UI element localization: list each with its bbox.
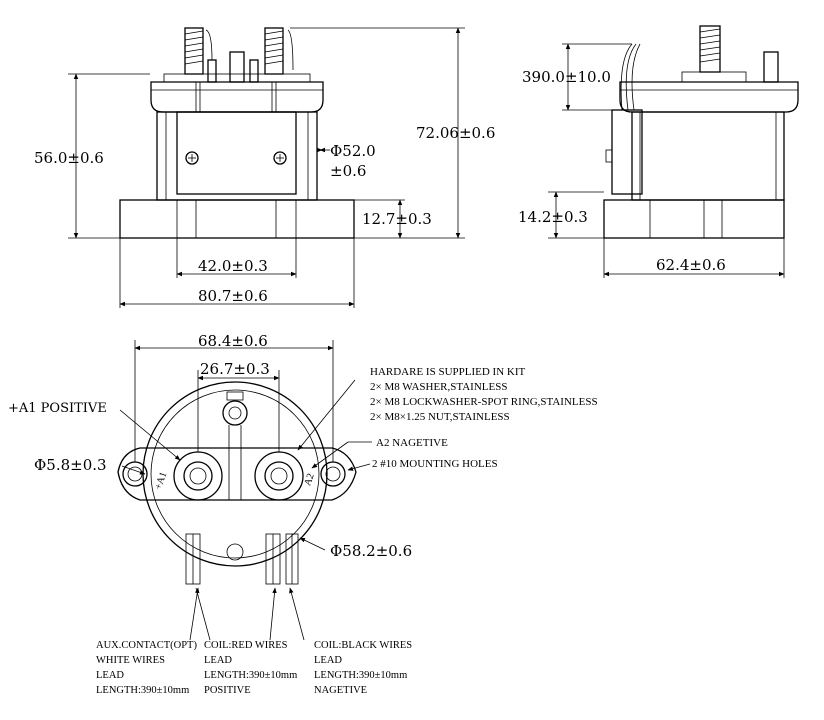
- hardware-line-2: 2× M8 WASHER,STAINLESS: [370, 381, 507, 393]
- hardware-line-3: 2× M8 LOCKWASHER-SPOT RING,STAINLESS: [370, 396, 598, 408]
- top-mounting-flange: [117, 447, 357, 501]
- dim-80-7: 80.7±0.6: [198, 287, 268, 305]
- terminal-a1: [173, 451, 223, 501]
- red-note-1: COIL:RED WIRES: [204, 640, 288, 651]
- red-note-3: LENGTH:390±10mm: [204, 670, 297, 681]
- dim-72: 72.06±0.6: [416, 124, 495, 142]
- callout-labels: +A1 POSITIVE A2 NAGETIVE 2 #10 MOUNTING …: [8, 366, 598, 491]
- side-view: [603, 25, 799, 239]
- side-body: [631, 111, 785, 201]
- label-a2-negative: A2 NAGETIVE: [376, 437, 448, 449]
- aux-note-2: WHITE WIRES: [96, 655, 165, 666]
- front-body: [156, 111, 318, 201]
- dim-14-2: 14.2±0.3: [518, 208, 588, 226]
- front-terminal-left: [184, 27, 204, 75]
- terminal-a2-mark: A2: [302, 472, 317, 487]
- dim-56: 56.0±0.6: [34, 149, 104, 167]
- dim-phi58-2: Φ58.2±0.6: [330, 542, 412, 560]
- front-dimensions: [68, 27, 465, 308]
- top-housing-circle: [142, 381, 328, 567]
- dim-26-7: 26.7±0.3: [200, 360, 270, 378]
- mounting-hole-right: [320, 461, 346, 487]
- dim-42: 42.0±0.3: [198, 257, 268, 275]
- dim-phi52-a: Φ52.0: [330, 142, 376, 160]
- black-note-3: LENGTH:390±10mm: [314, 670, 407, 681]
- dim-68-4: 68.4±0.6: [198, 332, 268, 350]
- hardware-line-1: HARDARE IS SUPPLIED IN KIT: [370, 366, 526, 378]
- side-dimensions: [548, 43, 785, 278]
- label-mounting-holes: 2 #10 MOUNTING HOLES: [372, 458, 498, 470]
- side-base-flange: [603, 199, 785, 239]
- aux-note-3: LEAD: [96, 670, 124, 681]
- dim-phi5-8: Φ5.8±0.3: [34, 456, 107, 474]
- terminal-a2: [254, 451, 304, 501]
- dim-62-4: 62.4±0.6: [656, 256, 726, 274]
- side-bracket: [611, 109, 643, 195]
- red-note-2: LEAD: [204, 655, 232, 666]
- black-note-2: LEAD: [314, 655, 342, 666]
- top-dimensions: [119, 340, 372, 641]
- front-view: [119, 27, 355, 239]
- front-terminal-right: [264, 27, 284, 75]
- terminal-a1-mark: +A1: [153, 471, 169, 492]
- label-a1-positive: +A1 POSITIVE: [8, 401, 107, 416]
- front-top-cap: [150, 81, 324, 113]
- side-terminal: [699, 25, 721, 73]
- dimension-labels: 56.0±0.6 Φ52.0 ±0.6 72.06±0.6 12.7±0.3 4…: [34, 68, 726, 560]
- front-base-flange: [119, 199, 355, 239]
- dim-phi52-b: ±0.6: [330, 162, 366, 180]
- dim-12-7: 12.7±0.3: [362, 210, 432, 228]
- black-note-1: COIL:BLACK WIRES: [314, 640, 412, 651]
- dim-390: 390.0±10.0: [522, 68, 611, 86]
- side-top-cap: [619, 81, 799, 113]
- black-note-4: NAGETIVE: [314, 685, 367, 696]
- aux-note-1: AUX.CONTACT(OPT): [96, 640, 197, 651]
- aux-note-4: LENGTH:390±10mm: [96, 685, 189, 696]
- red-note-4: POSITIVE: [204, 685, 251, 696]
- wire-notes: AUX.CONTACT(OPT) WHITE WIRES LEAD LENGTH…: [96, 640, 412, 696]
- hardware-line-4: 2× M8×1.25 NUT,STAINLESS: [370, 411, 510, 423]
